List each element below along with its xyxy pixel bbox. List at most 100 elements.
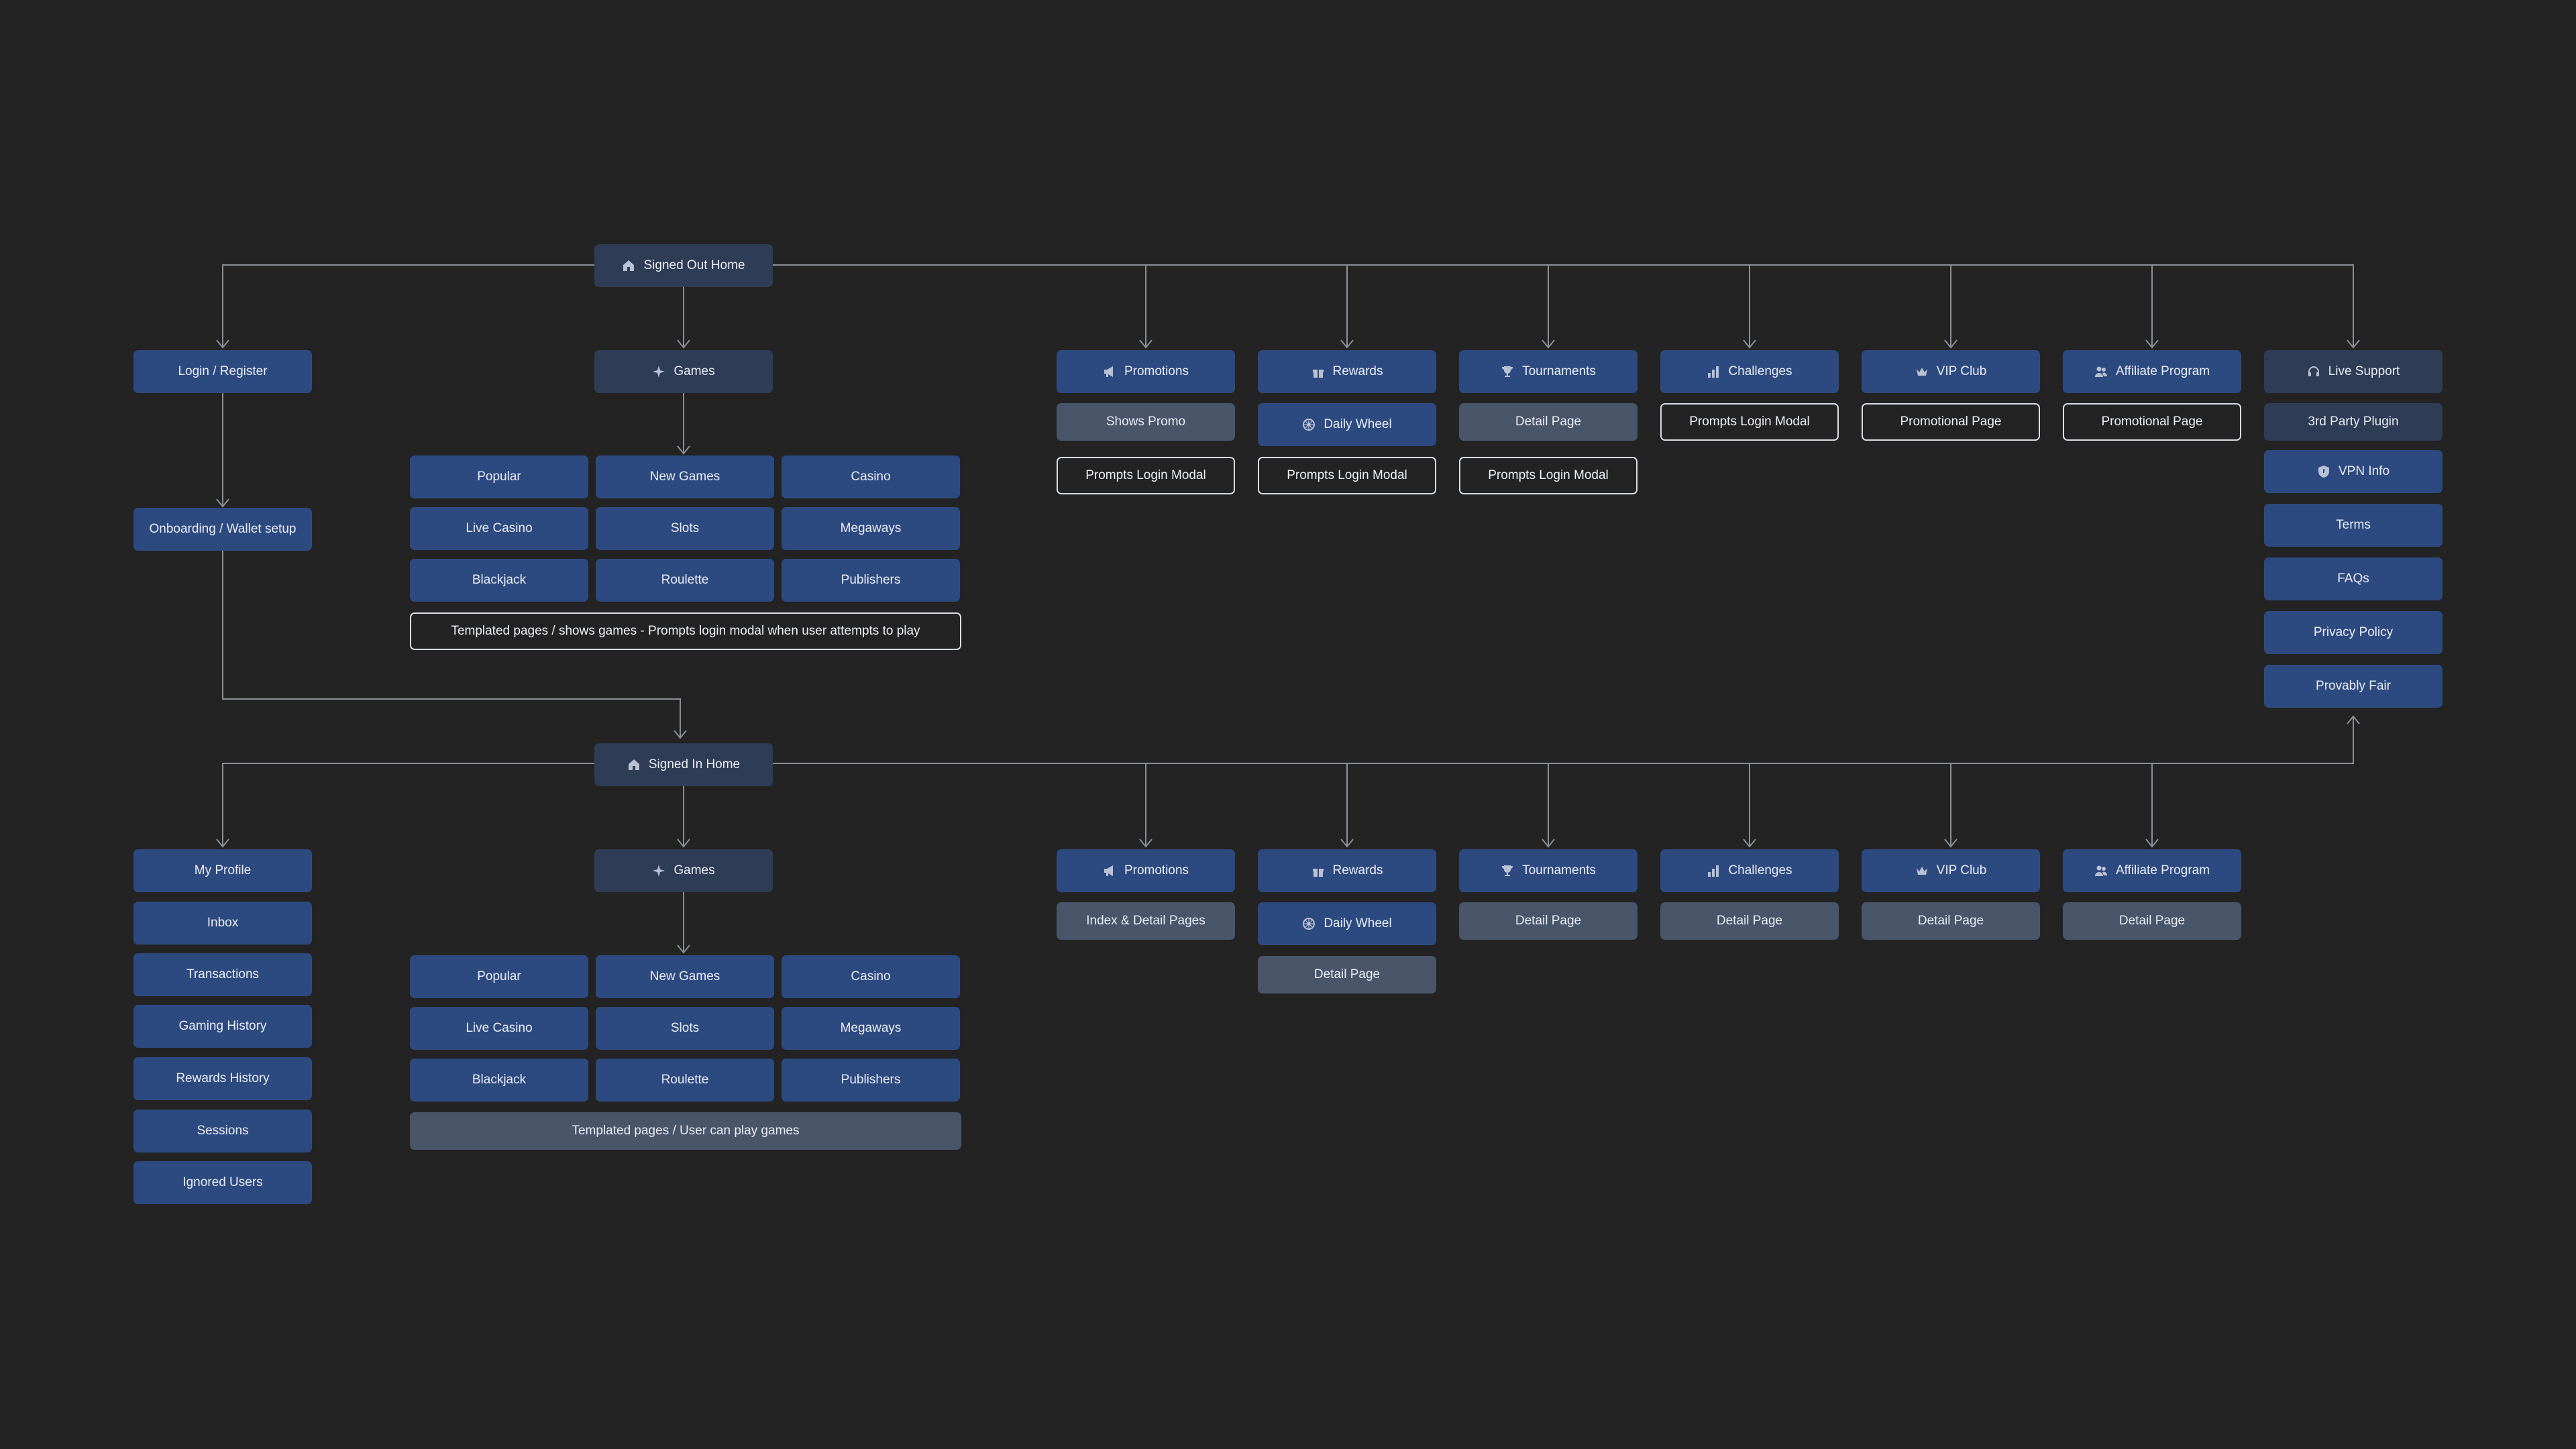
node-label: Promotional Page (2101, 415, 2203, 429)
arrow-head (1944, 839, 1957, 848)
bar-chart-icon (1707, 864, 1720, 877)
game-category-megaways[interactable]: Megaways (782, 507, 960, 550)
game-category-live-casino[interactable]: Live Casino (410, 507, 588, 550)
vip-detail-page-node[interactable]: Detail Page (1862, 902, 2040, 940)
signed-out-home-node[interactable]: Signed Out Home (594, 244, 773, 287)
signed-out-tournaments-node[interactable]: Tournaments (1459, 350, 1638, 393)
headset-icon (2307, 365, 2320, 378)
bar-chart-icon (1707, 365, 1720, 378)
prompts-login-modal-node[interactable]: Prompts Login Modal (1459, 457, 1638, 494)
account-page-sessions[interactable]: Sessions (133, 1110, 312, 1152)
game-category-blackjack[interactable]: Blackjack (410, 559, 588, 602)
node-label: Challenges (1728, 364, 1792, 378)
game-category-roulette[interactable]: Roulette (596, 1059, 774, 1102)
users-icon (2094, 864, 2108, 877)
node-label: VIP Club (1936, 364, 1987, 378)
node-label: Ignored Users (182, 1175, 263, 1189)
game-category-publishers[interactable]: Publishers (782, 1059, 960, 1102)
signed-out-trunk-line (773, 264, 2354, 347)
node-label: Signed In Home (648, 757, 741, 771)
account-page-inbox[interactable]: Inbox (133, 902, 312, 945)
signed-out-vip-club-node[interactable]: VIP Club (1862, 350, 2040, 393)
arrow-head (1340, 339, 1354, 349)
support-page-privacy-policy[interactable]: Privacy Policy (2264, 611, 2443, 654)
signed-in-games-note[interactable]: Templated pages / User can play games (410, 1112, 961, 1150)
prompts-login-modal-node[interactable]: Prompts Login Modal (1660, 403, 1839, 441)
onboarding-node[interactable]: Onboarding / Wallet setup (133, 508, 312, 551)
signed-out-rewards-node[interactable]: Rewards (1258, 350, 1436, 393)
arrow-head (1340, 839, 1354, 848)
daily-wheel-node[interactable]: Daily Wheel (1258, 403, 1436, 446)
game-category-slots[interactable]: Slots (596, 1007, 774, 1050)
affiliate-promotional-page-node[interactable]: Promotional Page (2063, 403, 2241, 441)
game-category-casino[interactable]: Casino (782, 955, 960, 998)
support-page-faqs[interactable]: FAQs (2264, 557, 2443, 600)
game-category-publishers[interactable]: Publishers (782, 559, 960, 602)
arrow-head (1743, 339, 1756, 349)
signed-in-challenges-node[interactable]: Challenges (1660, 849, 1839, 892)
node-label: Live Casino (466, 521, 533, 535)
node-label: Privacy Policy (2313, 625, 2394, 639)
game-category-blackjack[interactable]: Blackjack (410, 1059, 588, 1102)
daily-wheel-node[interactable]: Daily Wheel (1258, 902, 1436, 945)
game-category-live-casino[interactable]: Live Casino (410, 1007, 588, 1050)
node-label: Tournaments (1522, 863, 1596, 877)
login-register-node[interactable]: Login / Register (133, 350, 312, 393)
game-category-slots[interactable]: Slots (596, 507, 774, 550)
signed-in-affiliate-node[interactable]: Affiliate Program (2063, 849, 2241, 892)
signed-in-vip-club-node[interactable]: VIP Club (1862, 849, 2040, 892)
support-page-vpn-info[interactable]: VPN Info (2264, 450, 2443, 493)
game-category-new-games[interactable]: New Games (596, 955, 774, 998)
node-label: Detail Page (1716, 914, 1783, 928)
signed-out-games-note[interactable]: Templated pages / shows games - Prompts … (410, 612, 961, 650)
index-detail-pages-node[interactable]: Index & Detail Pages (1057, 902, 1235, 940)
game-category-popular[interactable]: Popular (410, 455, 588, 498)
megaphone-icon (1103, 864, 1116, 877)
arrow-head (1944, 339, 1957, 349)
signed-in-rewards-node[interactable]: Rewards (1258, 849, 1436, 892)
trophy-icon (1501, 864, 1514, 877)
signed-out-games-node[interactable]: Games (594, 350, 773, 393)
game-category-popular[interactable]: Popular (410, 955, 588, 998)
account-page-my-profile[interactable]: My Profile (133, 849, 312, 892)
signed-in-games-node[interactable]: Games (594, 849, 773, 892)
node-label: Daily Wheel (1324, 916, 1392, 930)
live-support-node[interactable]: Live Support (2264, 350, 2443, 393)
challenges-detail-page-node[interactable]: Detail Page (1660, 902, 1839, 940)
signed-out-challenges-node[interactable]: Challenges (1660, 350, 1839, 393)
game-category-new-games[interactable]: New Games (596, 455, 774, 498)
signed-out-affiliate-node[interactable]: Affiliate Program (2063, 350, 2241, 393)
third-party-plugin-node[interactable]: 3rd Party Plugin (2264, 403, 2443, 441)
arrow-head (1139, 839, 1152, 848)
rewards-detail-page-node[interactable]: Detail Page (1258, 956, 1436, 994)
node-label: Inbox (207, 916, 239, 930)
support-page-terms[interactable]: Terms (2264, 504, 2443, 547)
signed-in-promotions-node[interactable]: Promotions (1057, 849, 1235, 892)
tournament-detail-page-node[interactable]: Detail Page (1459, 902, 1638, 940)
affiliate-detail-page-node[interactable]: Detail Page (2063, 902, 2241, 940)
prompts-login-modal-node[interactable]: Prompts Login Modal (1258, 457, 1436, 494)
signed-in-home-node[interactable]: Signed In Home (594, 743, 773, 786)
tournament-detail-page-node[interactable]: Detail Page (1459, 403, 1638, 441)
prompts-login-modal-node[interactable]: Prompts Login Modal (1057, 457, 1235, 494)
arrow-head (1542, 339, 1555, 349)
home-icon (627, 758, 641, 771)
game-category-casino[interactable]: Casino (782, 455, 960, 498)
gift-icon (1311, 365, 1325, 378)
account-page-rewards-history[interactable]: Rewards History (133, 1057, 312, 1100)
account-page-transactions[interactable]: Transactions (133, 953, 312, 996)
trophy-icon (1501, 365, 1514, 378)
game-category-roulette[interactable]: Roulette (596, 559, 774, 602)
account-page-ignored-users[interactable]: Ignored Users (133, 1161, 312, 1204)
vip-promotional-page-node[interactable]: Promotional Page (1862, 403, 2040, 441)
game-category-megaways[interactable]: Megaways (782, 1007, 960, 1050)
signed-in-tournaments-node[interactable]: Tournaments (1459, 849, 1638, 892)
node-label: New Games (649, 969, 720, 983)
node-label: My Profile (194, 863, 252, 877)
node-label: Onboarding / Wallet setup (149, 522, 297, 536)
signed-out-promotions-node[interactable]: Promotions (1057, 350, 1235, 393)
arrow-head (2145, 839, 2159, 848)
support-page-provably-fair[interactable]: Provably Fair (2264, 665, 2443, 708)
account-page-gaming-history[interactable]: Gaming History (133, 1005, 312, 1048)
shows-promo-node[interactable]: Shows Promo (1057, 403, 1235, 441)
